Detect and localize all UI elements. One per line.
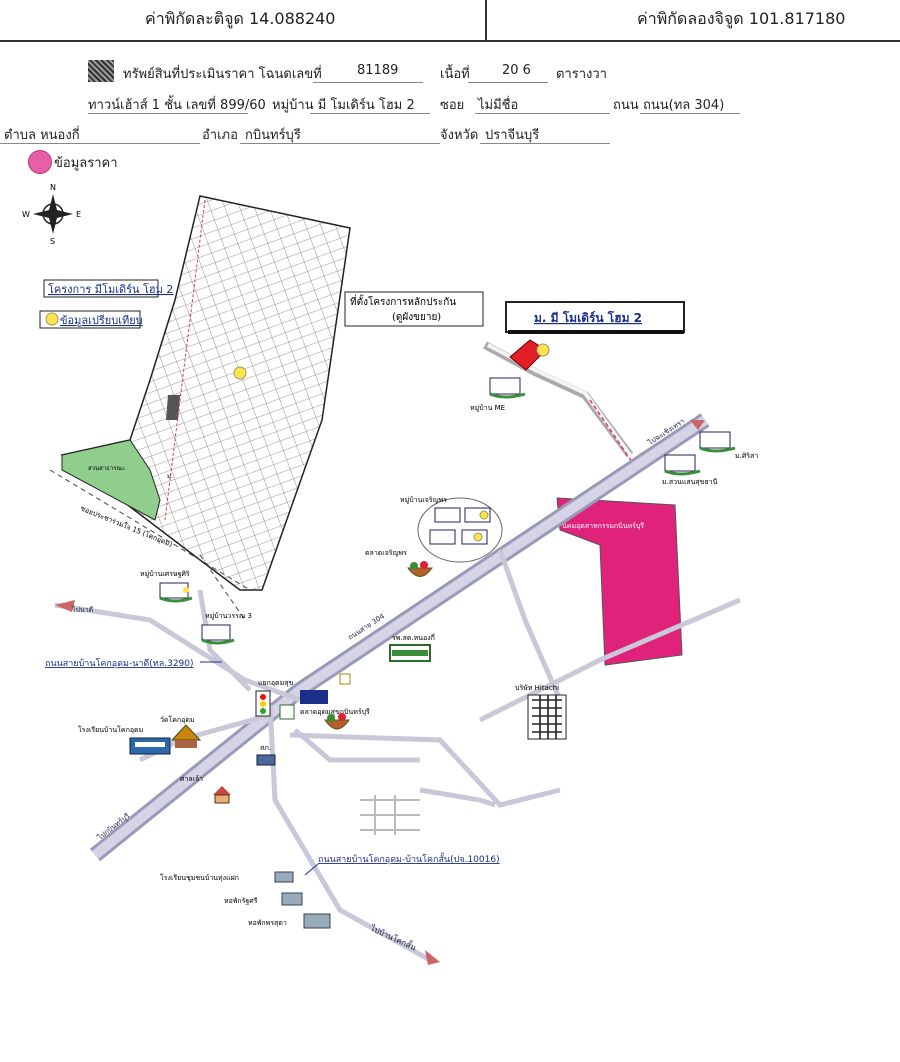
park-label: สวนสาธารณะ bbox=[88, 465, 125, 472]
industrial-label: นิคมอุตสาหกรรมกบินทร์บุรี bbox=[562, 522, 644, 530]
village-3-icon bbox=[201, 624, 235, 645]
collateral-sub-label: (ดูผังขยาย) bbox=[392, 312, 441, 323]
building-underline bbox=[88, 113, 248, 114]
school-label: โรงเรียนบ้านโคกอุดม bbox=[78, 725, 143, 734]
village-left-icon bbox=[159, 582, 193, 603]
compass-rose-icon: N S E W bbox=[22, 183, 81, 246]
collateral-box-label: ที่ตั้งโครงการหลักประกัน bbox=[350, 294, 456, 308]
dorm1-icon bbox=[281, 892, 303, 906]
deed-underline bbox=[313, 82, 423, 83]
compare-dot-icon bbox=[45, 312, 59, 326]
minor-road-grid bbox=[360, 795, 420, 835]
seven-eleven-icon bbox=[279, 704, 295, 720]
area-value: 20 6 bbox=[502, 63, 531, 78]
factory-icon bbox=[527, 694, 567, 740]
village-charoen-label: หมู่บ้านเจริญพร bbox=[400, 496, 447, 504]
soi-value: ไม่มีชื่อ bbox=[478, 98, 519, 113]
temple-icon bbox=[170, 724, 202, 748]
longitude-label: ค่าพิกัดลองจิจูด 101.817180 bbox=[637, 9, 846, 28]
soi-label: ซอย bbox=[440, 98, 465, 113]
province-label: จังหวัด bbox=[440, 128, 479, 143]
area-underline bbox=[468, 82, 548, 83]
project-name-box bbox=[505, 301, 685, 333]
compare-label: ข้อมูลเปรียบเทียบ bbox=[60, 314, 143, 327]
project-label: โครงการ มีโมเดิร์น โฮม 2 bbox=[48, 282, 173, 296]
collateral-box bbox=[344, 291, 484, 327]
village-siri-label: ม.ศิริสา bbox=[735, 452, 758, 460]
village-left-label: หมู่บ้านเศรษฐศิริ bbox=[140, 570, 190, 578]
compass-n: N bbox=[50, 183, 56, 192]
province-value: ปราจีนบุรี bbox=[485, 128, 540, 143]
school-icon bbox=[129, 737, 171, 755]
market-basket-icon bbox=[407, 561, 433, 577]
village-suan-label: ม.สวนแสนสุขธานี bbox=[662, 478, 718, 486]
hospital-icon bbox=[389, 644, 431, 662]
road-label: ถนน bbox=[613, 98, 639, 113]
deed-number: 81189 bbox=[357, 63, 399, 78]
temple-label: วัดโคกอุดม bbox=[160, 715, 195, 724]
hospital-label: รพ.สต.หนองกี่ bbox=[392, 633, 435, 642]
dorm2-icon bbox=[303, 913, 331, 929]
village-me-label: หมู่บ้าน ME bbox=[470, 404, 505, 412]
market-udom-label: ตลาดอุดมสุขกบินทร์บุรี bbox=[300, 708, 370, 716]
hatch-legend-icon bbox=[88, 60, 114, 82]
village-underline bbox=[310, 113, 430, 114]
compass-s: S bbox=[50, 237, 55, 246]
village-me-icon bbox=[489, 377, 526, 399]
shrine-label: ศาลเจ้า bbox=[180, 775, 203, 783]
province-underline bbox=[480, 143, 610, 144]
factory-label: บริษัท Hitachi bbox=[515, 684, 559, 692]
latitude-label: ค่าพิกัดละติจูด 14.088240 bbox=[145, 9, 336, 28]
road-underline bbox=[640, 113, 740, 114]
house-icon bbox=[213, 786, 231, 804]
dorm2-label: หอพักพรสุดา bbox=[248, 919, 287, 927]
market-charoen-label: ตลาดเจริญพร bbox=[365, 549, 407, 557]
industrial-zone bbox=[556, 497, 683, 666]
market-udom-basket-icon bbox=[324, 713, 350, 730]
school2-icon bbox=[274, 871, 294, 883]
compare-label-box bbox=[39, 310, 141, 329]
road-left-top-label: ไปนาดี bbox=[71, 605, 93, 614]
soi-underline bbox=[475, 113, 610, 114]
road-value: ถนน(ทล 304) bbox=[643, 98, 725, 113]
police-icon bbox=[256, 754, 276, 766]
project-block-plan: สวนสาธารณะ ซอยประชาร่วมใจ 15 (โคกอุดม) ม… bbox=[60, 195, 351, 591]
building-label: ทาวน์เฮ้าส์ 1 ชั้น เลขที่ 899/60 bbox=[88, 98, 266, 113]
coordinate-bar: ค่าพิกัดละติจูด 14.088240 ค่าพิกัดลองจิจ… bbox=[0, 0, 900, 42]
road-bottom-label: ไปบ้านโคกสั้น bbox=[368, 921, 418, 952]
dorm1-label: หอพักรัฐศรี bbox=[224, 897, 258, 905]
secondary-roads bbox=[54, 549, 741, 963]
road-10016-label: ถนนสายบ้านโคกอุดม-บ้านโคกสั้น(ปจ.10016) bbox=[318, 852, 500, 865]
village-charoen-icons bbox=[429, 507, 491, 545]
price-legend-label: ข้อมูลราคา bbox=[54, 156, 118, 171]
compass-w: W bbox=[22, 210, 30, 219]
asset-label: ทรัพย์สินที่ประเมินราคา โฉนดเลขที่ bbox=[123, 67, 322, 82]
market-area-label: แยกอุดมสุข bbox=[258, 679, 293, 687]
area-unit: ตารางวา bbox=[556, 67, 607, 82]
coordinate-divider bbox=[485, 0, 487, 40]
amphoe-underline bbox=[240, 143, 440, 144]
village-label: หมู่บ้าน มี โมเดิร์น โฮม 2 bbox=[272, 98, 415, 113]
compass-e: E bbox=[76, 210, 81, 219]
bank-icon bbox=[339, 673, 351, 685]
tambon-underline bbox=[0, 143, 200, 144]
village-3-label: หมู่บ้านวรรณ 3 bbox=[205, 612, 252, 620]
point-label: ม. bbox=[167, 473, 173, 480]
amphoe-value: กบินทร์บุรี bbox=[245, 128, 301, 143]
village-suan-icon bbox=[664, 454, 701, 476]
road-3290-label: ถนนสายบ้านโคกอุดม-นาดี(ทล.3290) bbox=[45, 658, 194, 669]
police-label: สภ. bbox=[260, 744, 271, 752]
project-name-label: ม. มี โมเดิร์น โฮม 2 bbox=[534, 310, 642, 325]
village-siri-icon bbox=[699, 431, 736, 453]
price-legend-dot-icon bbox=[28, 150, 52, 174]
school2-label: โรงเรียนชุมชนบ้านทุ่งแฝก bbox=[160, 873, 239, 882]
area-label: เนื้อที่ bbox=[440, 67, 470, 82]
amphoe-label: อำเภอ bbox=[202, 128, 238, 143]
tambon-label: ตำบล หนองกี่ bbox=[4, 128, 80, 143]
lotus-icon bbox=[300, 690, 328, 704]
village-charoen-circle bbox=[417, 497, 503, 563]
project-label-box bbox=[43, 279, 159, 298]
